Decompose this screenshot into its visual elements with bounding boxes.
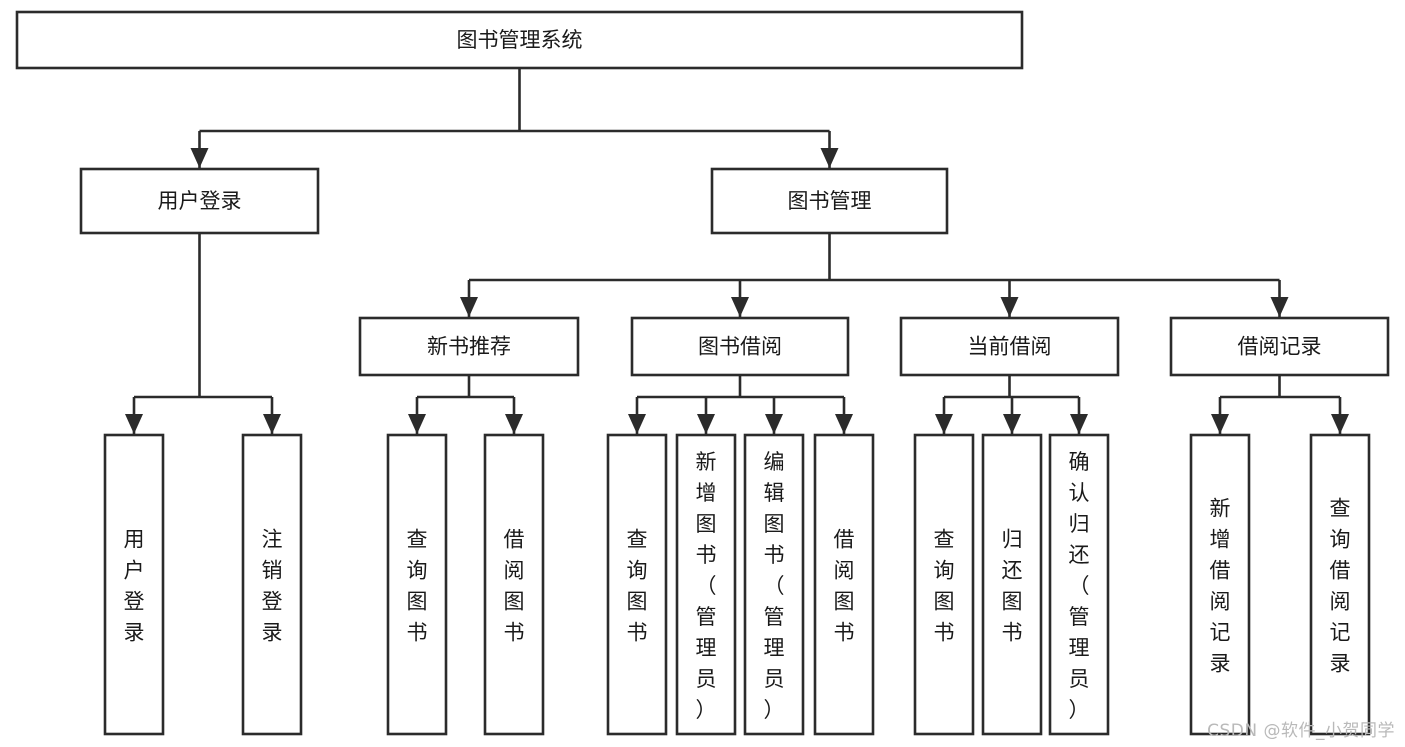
node-leaf-borrow-book-1[interactable]: 借阅图书 [483, 433, 545, 736]
connector-group-new-book-recommend [408, 375, 523, 434]
node-user-login[interactable]: 用户登录 [79, 167, 320, 235]
node-leaf-edit-book[interactable]: 编辑图书（管理员） [743, 433, 805, 736]
connector-group-book-management [460, 233, 1289, 317]
connector-group-current-borrow [935, 375, 1088, 434]
arrow-head-icon [765, 414, 783, 434]
node-box-new-book-recommend[interactable] [358, 316, 580, 377]
node-label-leaf-confirm-return: 确认归还（管理员） [1069, 450, 1090, 722]
node-layer: 图书管理系统用户登录图书管理新书推荐图书借阅当前借阅借阅记录用户登录注销登录查询… [15, 10, 1390, 736]
arrow-head-icon [1270, 297, 1289, 317]
arrow-head-icon [125, 414, 143, 434]
node-label-user-login: 用户登录 [158, 189, 242, 213]
node-leaf-query-book-2[interactable]: 查询图书 [606, 433, 668, 736]
arrow-head-icon [697, 414, 715, 434]
node-leaf-user-login[interactable]: 用户登录 [103, 433, 165, 736]
node-new-book-recommend[interactable]: 新书推荐 [358, 316, 580, 377]
node-label-leaf-add-record: 新增借阅记录 [1210, 497, 1231, 676]
node-leaf-add-book[interactable]: 新增图书（管理员） [675, 433, 737, 736]
arrow-head-icon [628, 414, 646, 434]
node-box-root[interactable] [15, 10, 1024, 70]
node-box-leaf-query-book-1[interactable] [386, 433, 448, 736]
connector-group-book-borrow [628, 375, 853, 434]
node-label-leaf-return-book: 归还图书 [1002, 528, 1023, 645]
node-box-leaf-logout[interactable] [241, 433, 303, 736]
arrow-head-icon [1070, 414, 1088, 434]
node-label-leaf-logout: 注销登录 [262, 528, 283, 645]
csdn-watermark: CSDN @软件_小贺同学 [1207, 721, 1395, 741]
node-box-leaf-borrow-book-2[interactable] [813, 433, 875, 736]
node-box-leaf-query-record[interactable] [1309, 433, 1371, 736]
node-box-leaf-add-record[interactable] [1189, 433, 1251, 736]
arrow-head-icon [935, 414, 953, 434]
node-book-management[interactable]: 图书管理 [710, 167, 949, 235]
arrow-head-icon [1003, 414, 1021, 434]
node-leaf-return-book[interactable]: 归还图书 [981, 433, 1043, 736]
node-label-leaf-query-book-1: 查询图书 [407, 528, 428, 645]
node-leaf-query-book-3[interactable]: 查询图书 [913, 433, 975, 736]
arrow-head-icon [1211, 414, 1229, 434]
node-book-borrow[interactable]: 图书借阅 [630, 316, 850, 377]
node-box-leaf-query-book-3[interactable] [913, 433, 975, 736]
node-box-book-management[interactable] [710, 167, 949, 235]
connector-layer [125, 68, 1349, 434]
arrow-head-icon [1331, 414, 1349, 434]
node-leaf-add-record[interactable]: 新增借阅记录 [1189, 433, 1251, 736]
node-label-book-borrow: 图书借阅 [698, 335, 782, 359]
connector-group-user-login [125, 233, 281, 434]
node-box-user-login[interactable] [79, 167, 320, 235]
connector-group-root [190, 68, 839, 168]
node-box-leaf-confirm-return[interactable] [1048, 433, 1110, 736]
node-root[interactable]: 图书管理系统 [15, 10, 1024, 70]
node-leaf-confirm-return[interactable]: 确认归还（管理员） [1048, 433, 1110, 736]
node-label-leaf-query-book-2: 查询图书 [627, 528, 648, 645]
node-box-leaf-query-book-2[interactable] [606, 433, 668, 736]
node-leaf-query-book-1[interactable]: 查询图书 [386, 433, 448, 736]
node-label-new-book-recommend: 新书推荐 [427, 335, 511, 359]
node-box-leaf-edit-book[interactable] [743, 433, 805, 736]
node-label-leaf-borrow-book-1: 借阅图书 [504, 528, 525, 645]
arrow-head-icon [190, 148, 209, 168]
node-box-current-borrow[interactable] [899, 316, 1120, 377]
node-box-leaf-add-book[interactable] [675, 433, 737, 736]
node-label-leaf-edit-book: 编辑图书（管理员） [764, 450, 785, 722]
node-label-root: 图书管理系统 [457, 28, 583, 52]
connector-group-borrow-record [1211, 375, 1349, 434]
node-label-leaf-query-book-3: 查询图书 [934, 528, 955, 645]
node-leaf-query-record[interactable]: 查询借阅记录 [1309, 433, 1371, 736]
node-box-borrow-record[interactable] [1169, 316, 1390, 377]
node-current-borrow[interactable]: 当前借阅 [899, 316, 1120, 377]
node-label-current-borrow: 当前借阅 [968, 335, 1052, 359]
node-box-leaf-return-book[interactable] [981, 433, 1043, 736]
node-label-book-management: 图书管理 [788, 189, 872, 213]
node-leaf-logout[interactable]: 注销登录 [241, 433, 303, 736]
node-label-leaf-add-book: 新增图书（管理员） [696, 450, 717, 722]
node-label-leaf-query-record: 查询借阅记录 [1330, 497, 1351, 676]
node-box-leaf-borrow-book-1[interactable] [483, 433, 545, 736]
arrow-head-icon [263, 414, 281, 434]
node-label-borrow-record: 借阅记录 [1238, 335, 1322, 359]
arrow-head-icon [408, 414, 426, 434]
arrow-head-icon [1000, 297, 1019, 317]
arrow-head-icon [731, 297, 749, 317]
node-leaf-borrow-book-2[interactable]: 借阅图书 [813, 433, 875, 736]
node-box-book-borrow[interactable] [630, 316, 850, 377]
arrow-head-icon [820, 148, 839, 168]
node-label-leaf-user-login: 用户登录 [124, 528, 145, 645]
arrow-head-icon [460, 297, 478, 317]
node-box-leaf-user-login[interactable] [103, 433, 165, 736]
arrow-head-icon [835, 414, 853, 434]
node-borrow-record[interactable]: 借阅记录 [1169, 316, 1390, 377]
node-label-leaf-borrow-book-2: 借阅图书 [834, 528, 855, 645]
arrow-head-icon [505, 414, 523, 434]
